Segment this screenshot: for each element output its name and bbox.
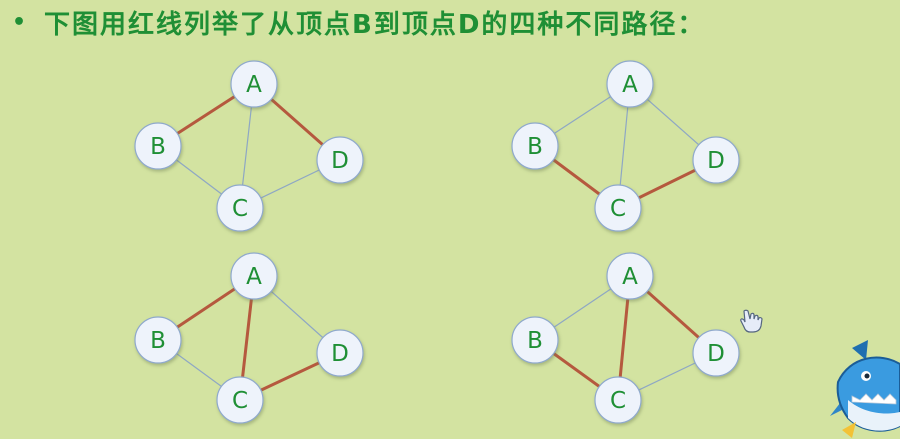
- vertex-label-B: B: [150, 328, 166, 354]
- vertex-A: [230, 252, 278, 300]
- hand-pointer-icon: [740, 309, 763, 333]
- path-1-diagram: A B C D: [134, 60, 364, 232]
- vertex-label-D: D: [707, 341, 725, 367]
- vertex-B: [134, 316, 182, 364]
- vertex-A: [230, 60, 278, 108]
- vertex-B: [511, 122, 559, 170]
- vertex-label-D: D: [331, 148, 349, 174]
- slide-heading: • 下图用红线列举了从顶点B到顶点D的四种不同路径：: [12, 2, 705, 42]
- heading-text: 下图用红线列举了从顶点B到顶点D的四种不同路径：: [44, 9, 706, 40]
- vertex-label-D: D: [331, 341, 349, 367]
- shark-mascot-icon: [830, 340, 900, 438]
- vertex-label-B: B: [527, 134, 543, 160]
- vertex-A: [606, 252, 654, 300]
- vertex-D: [316, 329, 364, 377]
- vertex-label-A: A: [246, 72, 262, 98]
- vertex-label-A: A: [622, 72, 638, 98]
- vertex-C: [594, 184, 642, 232]
- vertex-label-A: A: [246, 264, 262, 290]
- vertex-label-C: C: [610, 388, 626, 414]
- vertex-label-B: B: [527, 328, 543, 354]
- vertex-D: [692, 136, 740, 184]
- bullet-icon: •: [12, 9, 29, 35]
- vertex-label-C: C: [232, 196, 248, 222]
- vertex-D: [316, 136, 364, 184]
- vertex-B: [134, 122, 182, 170]
- vertex-label-C: C: [610, 196, 626, 222]
- vertex-C: [216, 184, 264, 232]
- vertex-label-C: C: [232, 388, 248, 414]
- vertex-C: [594, 376, 642, 424]
- path-2-diagram: A B C D: [511, 60, 740, 232]
- vertex-B: [511, 316, 559, 364]
- vertex-A: [606, 60, 654, 108]
- path-3-diagram: A B C D: [134, 252, 364, 424]
- vertex-label-D: D: [707, 148, 725, 174]
- vertex-label-A: A: [622, 264, 638, 290]
- vertex-label-B: B: [150, 134, 166, 160]
- vertex-D: [692, 329, 740, 377]
- vertex-C: [216, 376, 264, 424]
- path-4-diagram: A B C D: [511, 252, 740, 424]
